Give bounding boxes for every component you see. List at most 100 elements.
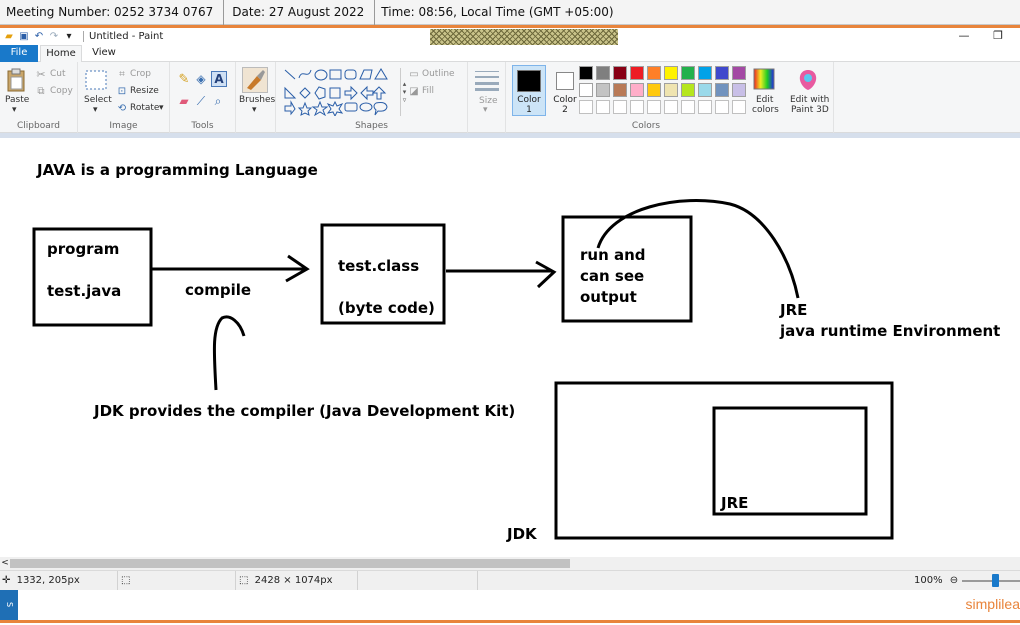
resize-icon[interactable]: ⊡ (117, 85, 127, 97)
palette-swatch[interactable] (596, 83, 610, 97)
brushes-dropdown-icon[interactable]: ▾ (252, 105, 257, 115)
palette-swatch[interactable] (579, 66, 593, 80)
brushes-label[interactable]: Brushes (239, 95, 276, 105)
custom-swatch[interactable] (715, 100, 729, 114)
shapes-scroll-icon[interactable]: ▴▾▿ (400, 68, 408, 116)
select-icon[interactable] (84, 69, 108, 91)
scroll-left-icon[interactable]: < (1, 558, 9, 568)
color1-label-1: Color (517, 95, 541, 105)
zoom-slider-thumb[interactable] (992, 574, 999, 587)
edit-colors-label-1[interactable]: Edit (756, 95, 774, 105)
edit-colors-icon[interactable] (753, 68, 775, 90)
palette-swatch[interactable] (681, 66, 695, 80)
compile-arrowhead (285, 254, 310, 283)
class-box (320, 223, 446, 325)
palette-swatch[interactable] (698, 83, 712, 97)
customize-toolbar-icon[interactable]: ▾ (66, 31, 72, 42)
custom-swatch[interactable] (613, 100, 627, 114)
palette-swatch[interactable] (596, 66, 610, 80)
tools-group-label: Tools (191, 121, 214, 131)
color1-swatch (517, 70, 541, 92)
palette-swatch[interactable] (630, 66, 644, 80)
scrollbar-thumb[interactable] (10, 559, 570, 568)
size-label: Size (479, 96, 498, 106)
palette-swatch[interactable] (613, 83, 627, 97)
select-label[interactable]: Select (84, 95, 112, 105)
brushes-group: Brushes ▾ (236, 62, 276, 133)
palette-swatch[interactable] (630, 83, 644, 97)
brand-line (0, 620, 1020, 623)
jre-full-text: java runtime Environment (780, 322, 1001, 340)
palette-swatch[interactable] (647, 66, 661, 80)
zoom-out-icon[interactable]: ⊖ (949, 575, 959, 586)
compile-text: compile (185, 281, 252, 299)
color2-label-1: Color (553, 95, 577, 105)
paste-icon[interactable] (5, 67, 27, 93)
size-group: Size ▾ (468, 62, 506, 133)
resize-label[interactable]: Resize (130, 86, 159, 96)
palette-swatch[interactable] (732, 66, 746, 80)
magnifier-icon[interactable]: ⌕ (214, 93, 222, 108)
undo-icon[interactable]: ↶ (34, 31, 44, 42)
palette-swatch[interactable] (681, 83, 695, 97)
color2-swatch (556, 72, 574, 90)
palette-swatch[interactable] (613, 66, 627, 80)
jdk-note-text: JDK provides the compiler (Java Developm… (94, 402, 516, 420)
shapes-gallery-icon[interactable] (282, 66, 400, 116)
restore-button[interactable]: ❐ (993, 29, 1003, 42)
custom-swatch[interactable] (647, 100, 661, 114)
palette-swatch[interactable] (715, 66, 729, 80)
custom-swatch[interactable] (630, 100, 644, 114)
rotate-dropdown-icon[interactable]: ▾ (159, 103, 164, 113)
edit-colors-label-2[interactable]: colors (752, 105, 779, 115)
paste-dropdown-icon[interactable]: ▾ (12, 105, 17, 115)
rotate-label[interactable]: Rotate (130, 103, 160, 113)
cursor-position: ✛ 1332, 205px (0, 571, 118, 590)
custom-swatch[interactable] (732, 100, 746, 114)
palette-swatch[interactable] (664, 66, 678, 80)
paint3d-label-2[interactable]: Paint 3D (791, 105, 829, 115)
custom-swatch[interactable] (596, 100, 610, 114)
clipboard-group: Paste ▾ ✂ Cut ⧉ Copy Clipboard (0, 62, 78, 133)
palette-swatch[interactable] (698, 66, 712, 80)
zoom-slider[interactable] (962, 580, 1020, 582)
paint3d-icon[interactable] (796, 68, 820, 92)
paste-label[interactable]: Paste (5, 95, 30, 105)
fill-bucket-icon[interactable]: ◈ (196, 72, 206, 86)
custom-swatch[interactable] (664, 100, 678, 114)
palette-swatch[interactable] (732, 83, 746, 97)
tab-view[interactable]: View (92, 47, 116, 58)
pencil-icon[interactable]: ✎ (178, 71, 190, 87)
color-palette (579, 66, 749, 118)
eraser-icon[interactable]: ▰ (179, 94, 189, 108)
palette-swatch[interactable] (647, 83, 661, 97)
rotate-icon[interactable]: ⟲ (117, 102, 127, 114)
horizontal-scrollbar[interactable]: < (0, 557, 1020, 570)
file-size (358, 571, 478, 590)
color1-button[interactable]: Color 1 (512, 65, 546, 116)
custom-swatch[interactable] (681, 100, 695, 114)
color2-button[interactable]: Color 2 (548, 65, 582, 116)
copy-icon: ⧉ (37, 85, 45, 97)
selection-size: ⬚ (118, 571, 236, 590)
colors-group-label: Colors (631, 121, 661, 131)
drawing-canvas[interactable]: JAVA is a programming Language program t… (0, 138, 1020, 557)
palette-swatch[interactable] (715, 83, 729, 97)
brushes-icon[interactable] (242, 67, 268, 93)
paint3d-label-1[interactable]: Edit with (790, 95, 830, 105)
program-text: program (47, 240, 120, 258)
save-icon[interactable]: ▣ (19, 31, 29, 42)
custom-swatch[interactable] (579, 100, 593, 114)
redo-icon[interactable]: ↷ (49, 31, 59, 42)
select-dropdown-icon[interactable]: ▾ (93, 105, 98, 115)
color-picker-icon[interactable]: ⟋ (196, 93, 206, 108)
tab-home[interactable]: Home (40, 45, 82, 63)
palette-swatch[interactable] (664, 83, 678, 97)
text-tool-icon[interactable]: A (211, 71, 227, 87)
palette-swatch[interactable] (579, 83, 593, 97)
bottom-strip: S simplilea (0, 590, 1020, 625)
tab-file[interactable]: File (0, 45, 38, 62)
custom-swatch[interactable] (698, 100, 712, 114)
side-tab-icon[interactable]: S (0, 590, 18, 620)
minimize-button[interactable]: — (958, 29, 970, 42)
